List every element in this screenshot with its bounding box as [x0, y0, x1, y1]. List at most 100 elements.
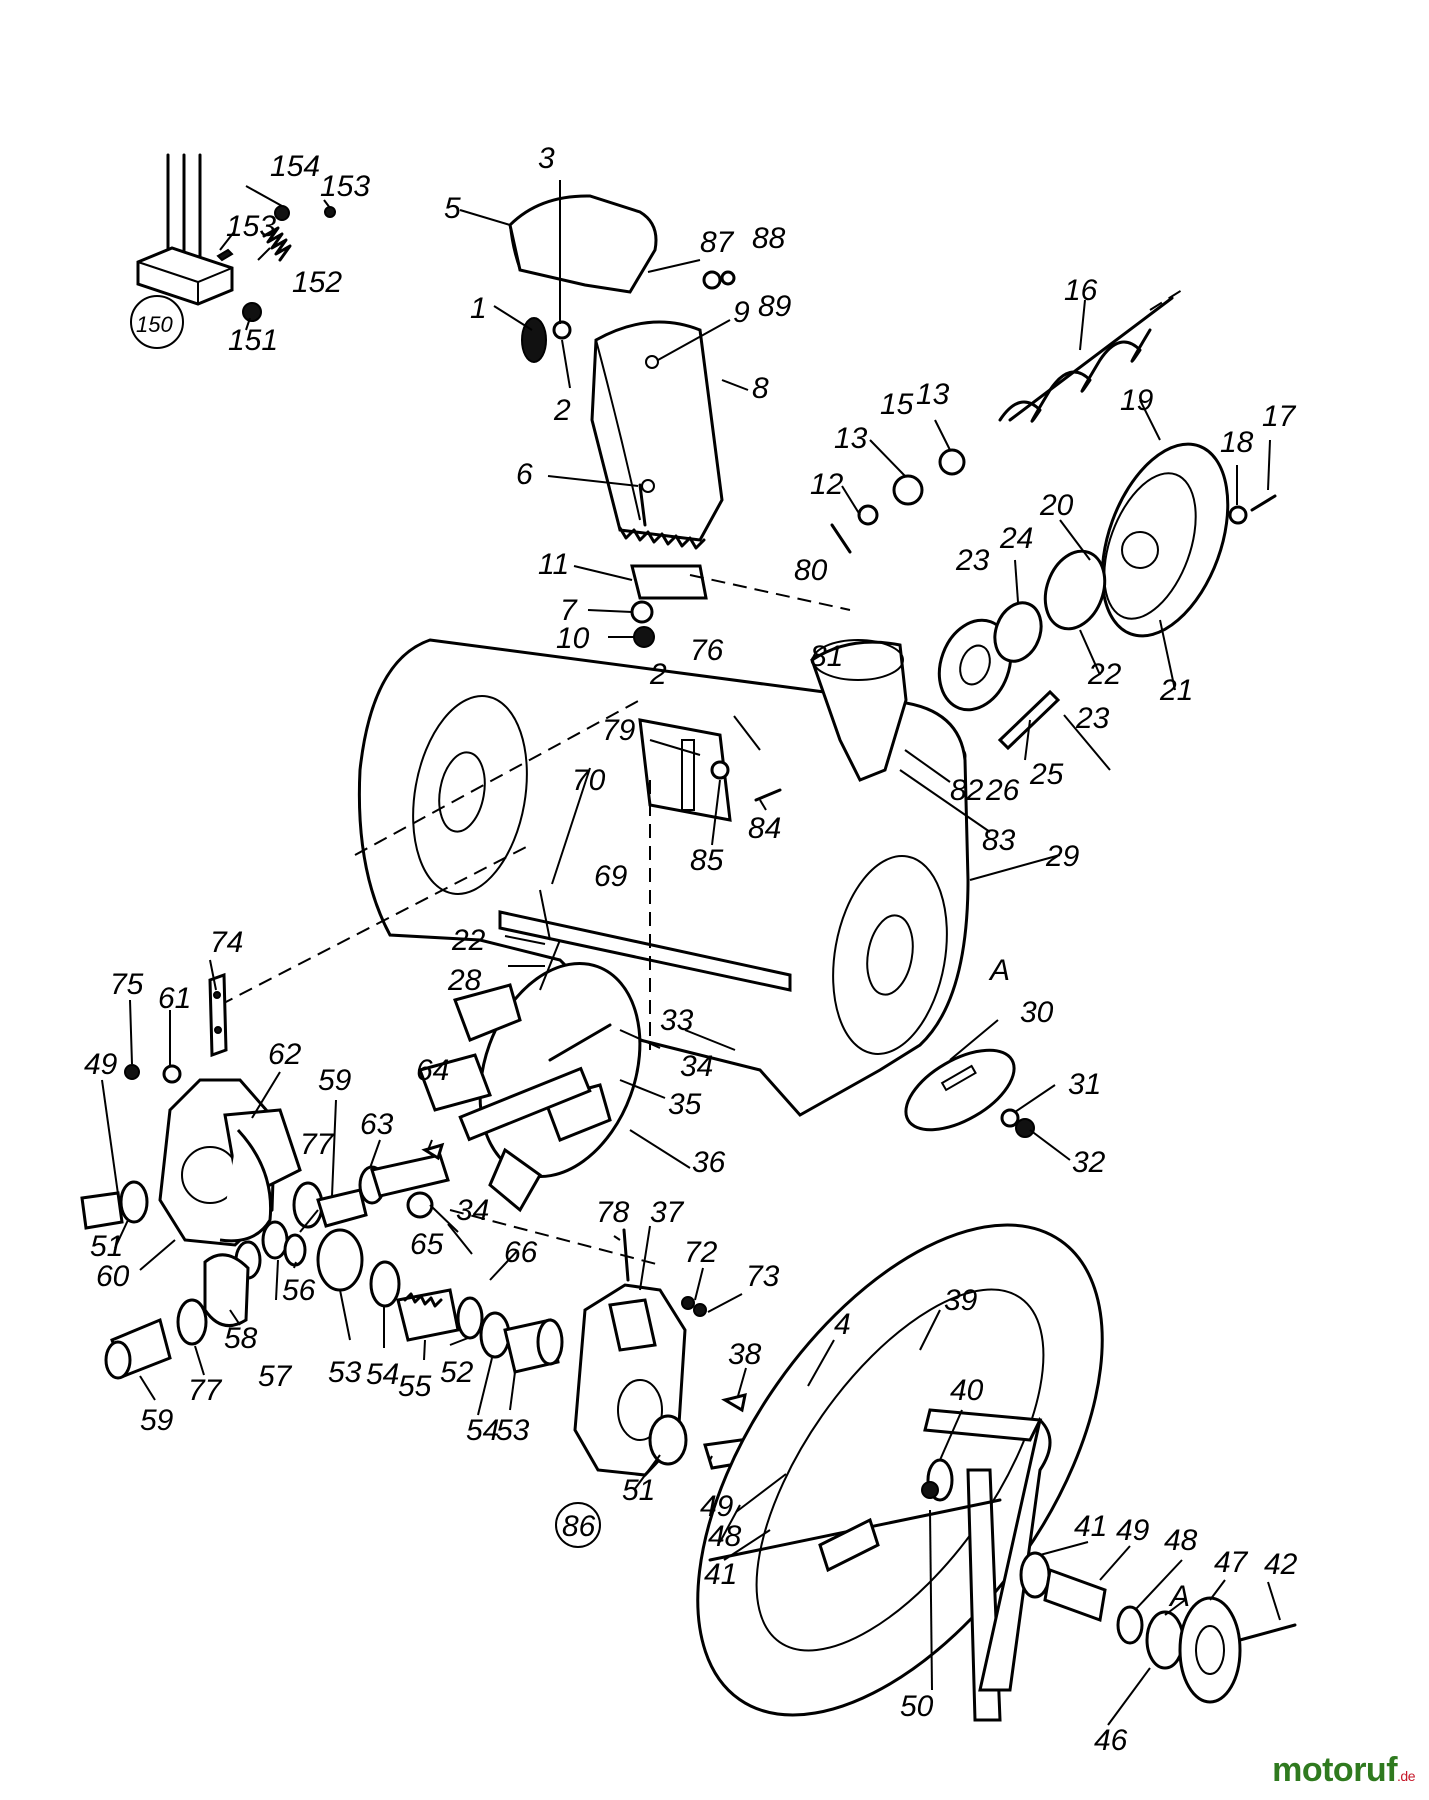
watermark-logo: motoruf.de — [1272, 1751, 1415, 1790]
part-label-74: 74 — [210, 926, 243, 959]
part-label-154: 154 — [270, 150, 320, 183]
shaft-components-drawing — [104, 1142, 661, 1380]
part-label-28: 28 — [447, 964, 482, 997]
part-label-69: 69 — [594, 860, 628, 893]
part-label-150: 150 — [136, 312, 173, 337]
part-label-58: 58 — [224, 1322, 258, 1355]
part-label-73: 73 — [746, 1260, 780, 1293]
part-label-8: 8 — [752, 372, 769, 405]
part-label-152: 152 — [292, 266, 342, 299]
part-label-57: 57 — [258, 1360, 293, 1393]
part-label-54a: 54 — [366, 1358, 399, 1391]
part-label-38: 38 — [728, 1338, 762, 1371]
part-label-41a: 41 — [704, 1558, 737, 1591]
part-label-59a: 59 — [318, 1064, 352, 1097]
part-label-49b: 49 — [700, 1490, 734, 1523]
part-label-22a: 22 — [1087, 658, 1122, 691]
part-label-65: 65 — [410, 1228, 444, 1261]
part-label-39: 39 — [944, 1284, 978, 1317]
part-label-75: 75 — [110, 968, 144, 1001]
pulley-and-worm-shaft-drawing — [830, 289, 1277, 767]
part-label-6: 6 — [516, 458, 533, 491]
part-label-33: 33 — [660, 1004, 694, 1037]
part-label-88: 88 — [752, 222, 786, 255]
part-label-25: 25 — [1029, 758, 1064, 791]
gear-housing-left-drawing — [80, 972, 302, 1247]
part-label-2b: 2 — [649, 658, 667, 691]
part-label-17: 17 — [1262, 400, 1297, 433]
part-label-1: 1 — [470, 292, 487, 325]
part-label-62: 62 — [268, 1038, 302, 1071]
part-label-46: 46 — [1094, 1724, 1128, 1757]
part-label-24: 24 — [999, 522, 1033, 555]
part-label-13a: 13 — [834, 422, 868, 455]
part-label-3: 3 — [538, 142, 555, 175]
gear-housing-right-drawing — [555, 1228, 707, 1548]
part-label-22b: 22 — [451, 924, 486, 957]
part-label-84: 84 — [748, 812, 781, 845]
leader-lines — [101, 180, 1281, 1726]
part-label-15: 15 — [880, 388, 914, 421]
part-label-32: 32 — [1072, 1146, 1106, 1179]
part-label-60: 60 — [96, 1260, 130, 1293]
part-label-85: 85 — [690, 844, 724, 877]
part-label-86: 86 — [562, 1510, 596, 1543]
part-label-40: 40 — [950, 1374, 984, 1407]
part-label-16: 16 — [1064, 274, 1098, 307]
part-label-20: 20 — [1039, 489, 1074, 522]
part-label-34b: 34 — [456, 1194, 489, 1227]
part-label-A2: A — [1168, 1580, 1190, 1613]
part-label-81: 81 — [810, 640, 843, 673]
part-label-51a: 51 — [90, 1230, 123, 1263]
part-label-49a: 49 — [84, 1048, 118, 1081]
part-label-83: 83 — [982, 824, 1016, 857]
part-label-7: 7 — [560, 594, 578, 627]
part-label-63: 63 — [360, 1108, 394, 1141]
part-label-48b: 48 — [1164, 1524, 1198, 1557]
part-label-5: 5 — [444, 192, 461, 225]
part-label-153a: 153 — [320, 170, 370, 203]
part-label-42: 42 — [1264, 1548, 1298, 1581]
auger-drawing — [696, 1223, 1297, 1722]
part-label-41b: 41 — [1074, 1510, 1107, 1543]
part-label-36: 36 — [692, 1146, 726, 1179]
part-label-66: 66 — [504, 1236, 538, 1269]
watermark-suffix: .de — [1397, 1768, 1415, 1784]
watermark-brand: motoruf — [1272, 1751, 1398, 1789]
part-label-19: 19 — [1120, 384, 1154, 417]
skid-shoe-drawing — [904, 1048, 1035, 1138]
part-label-13b: 13 — [916, 378, 950, 411]
part-label-50: 50 — [900, 1690, 934, 1723]
part-label-52: 52 — [440, 1356, 474, 1389]
part-label-A1: A — [988, 954, 1010, 987]
part-label-9: 9 — [733, 296, 750, 329]
part-label-76: 76 — [690, 634, 724, 667]
part-label-89: 89 — [758, 290, 792, 323]
part-label-82: 82 — [950, 774, 984, 807]
part-label-29: 29 — [1045, 840, 1080, 873]
shear-pin-kit-drawing — [130, 153, 336, 349]
part-label-48a: 48 — [708, 1520, 742, 1553]
part-label-70: 70 — [572, 764, 606, 797]
part-label-23a: 23 — [955, 544, 990, 577]
part-label-37: 37 — [650, 1196, 685, 1229]
impeller-drawing — [418, 961, 642, 1213]
part-label-54b: 54 — [466, 1414, 499, 1447]
part-label-30: 30 — [1020, 996, 1054, 1029]
part-label-56: 56 — [282, 1274, 316, 1307]
part-label-78: 78 — [596, 1196, 630, 1229]
auger-housing-drawing — [219, 638, 970, 1117]
part-label-34a: 34 — [680, 1050, 713, 1083]
part-label-11: 11 — [538, 548, 569, 581]
part-label-53b: 53 — [496, 1414, 530, 1447]
part-label-21: 21 — [1159, 674, 1193, 707]
part-label-79: 79 — [602, 714, 636, 747]
part-label-77b: 77 — [188, 1374, 223, 1407]
discharge-chute-drawing — [508, 194, 851, 648]
part-label-64: 64 — [416, 1054, 449, 1087]
part-label-55: 55 — [398, 1370, 432, 1403]
part-label-4: 4 — [834, 1308, 851, 1341]
part-label-10: 10 — [556, 622, 590, 655]
part-label-31: 31 — [1068, 1068, 1101, 1101]
